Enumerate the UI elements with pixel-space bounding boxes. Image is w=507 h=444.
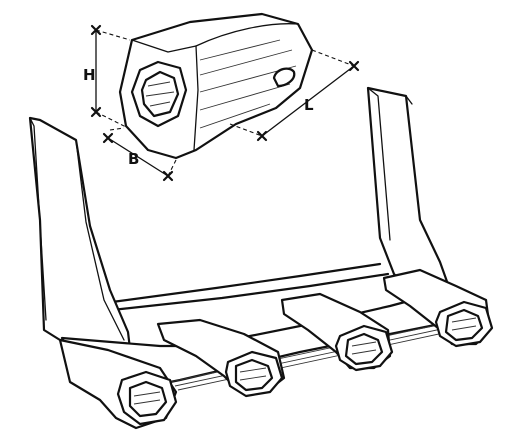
left-side-plate <box>28 116 134 368</box>
height-dimension: H <box>83 24 131 129</box>
bucket-back-edge <box>110 262 382 304</box>
length-label: L <box>304 96 314 114</box>
tooth-detail: H B L <box>83 12 360 182</box>
width-dimension: B <box>102 127 177 182</box>
tooth-2 <box>156 318 286 398</box>
bucket-assembly <box>28 86 494 430</box>
tooth-3 <box>280 292 394 372</box>
length-dimension: L <box>229 49 360 142</box>
tooth-pin-hole <box>272 67 296 88</box>
height-label: H <box>83 66 96 84</box>
tooth-4 <box>382 268 494 348</box>
tooth-socket-inner <box>140 70 180 118</box>
width-label: B <box>128 150 139 168</box>
tooth-1 <box>58 338 178 430</box>
